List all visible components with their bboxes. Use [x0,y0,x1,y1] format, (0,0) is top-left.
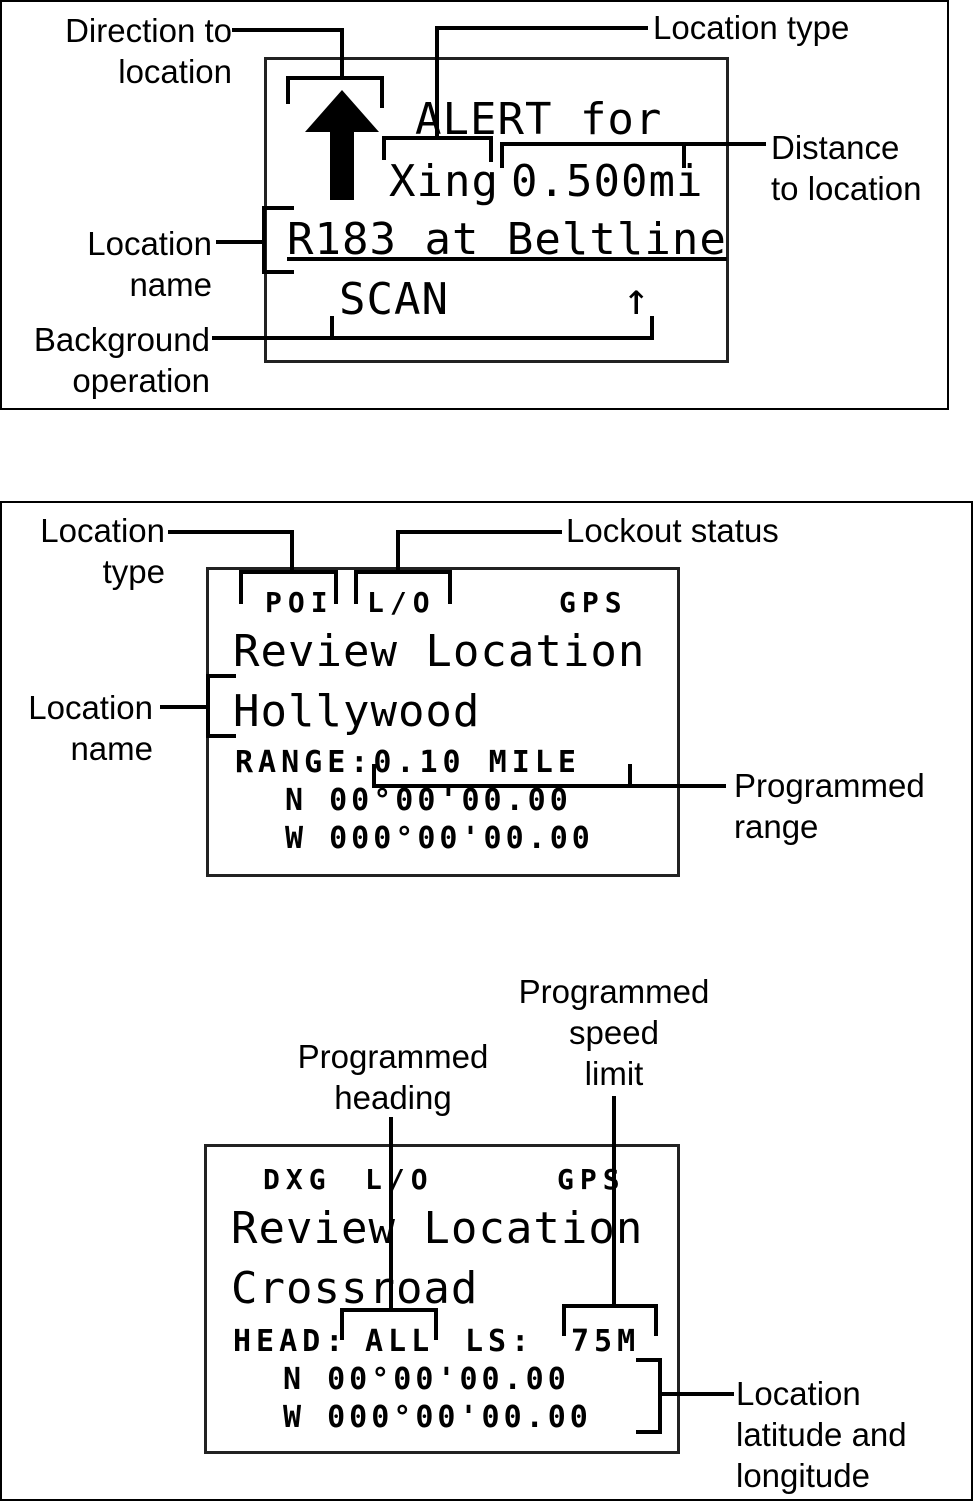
latitude-line: N 00°00'00.00 [285,783,572,818]
lockout-status-label: Lockout status [566,512,779,549]
alert-lcd-screen: ALERT for Xing 0.500mi R183 at Beltline … [264,57,729,363]
location-type-value: DXG [263,1163,332,1196]
speed-limit-label: LS: [465,1324,535,1359]
heading-label: HEAD: [233,1324,349,1359]
gps-indicator: GPS [559,586,628,619]
range-line: RANGE:0.10 MILE [235,745,581,780]
lockout-value: L/O [365,1163,434,1196]
review-title: Review Location [233,626,646,677]
gps-indicator: GPS [557,1163,626,1196]
review-lcd-screen-2: DXG L/O GPS Review Location Crossroad HE… [204,1144,680,1454]
longitude-line: W 000°00'00.00 [285,821,594,856]
alert-display-panel: ALERT for Xing 0.500mi R183 at Beltline … [0,0,949,410]
location-type-value: Xing [389,156,499,207]
review-lcd-screen-1: POI L/O GPS Review Location Hollywood RA… [206,567,680,877]
background-operation-value: SCAN [339,274,449,325]
location-type-value: POI [265,586,334,619]
heading-value: ALL [365,1324,435,1359]
location-name-value: Crossroad [231,1263,479,1314]
alert-line: ALERT for [415,94,663,145]
location-name-value: R183 at Beltline [287,214,727,265]
distance-value: 0.500mi [511,156,704,207]
status-glyph: ↑ [623,274,651,325]
speed-limit-value: 75M [571,1324,641,1359]
location-name-value: Hollywood [233,686,481,737]
review-title: Review Location [231,1203,644,1254]
latitude-line: N 00°00'00.00 [283,1362,570,1397]
lockout-value: L/O [367,586,436,619]
up-arrow-icon [305,90,379,200]
location-type-label: Location type [653,9,850,46]
longitude-line: W 000°00'00.00 [283,1400,592,1435]
